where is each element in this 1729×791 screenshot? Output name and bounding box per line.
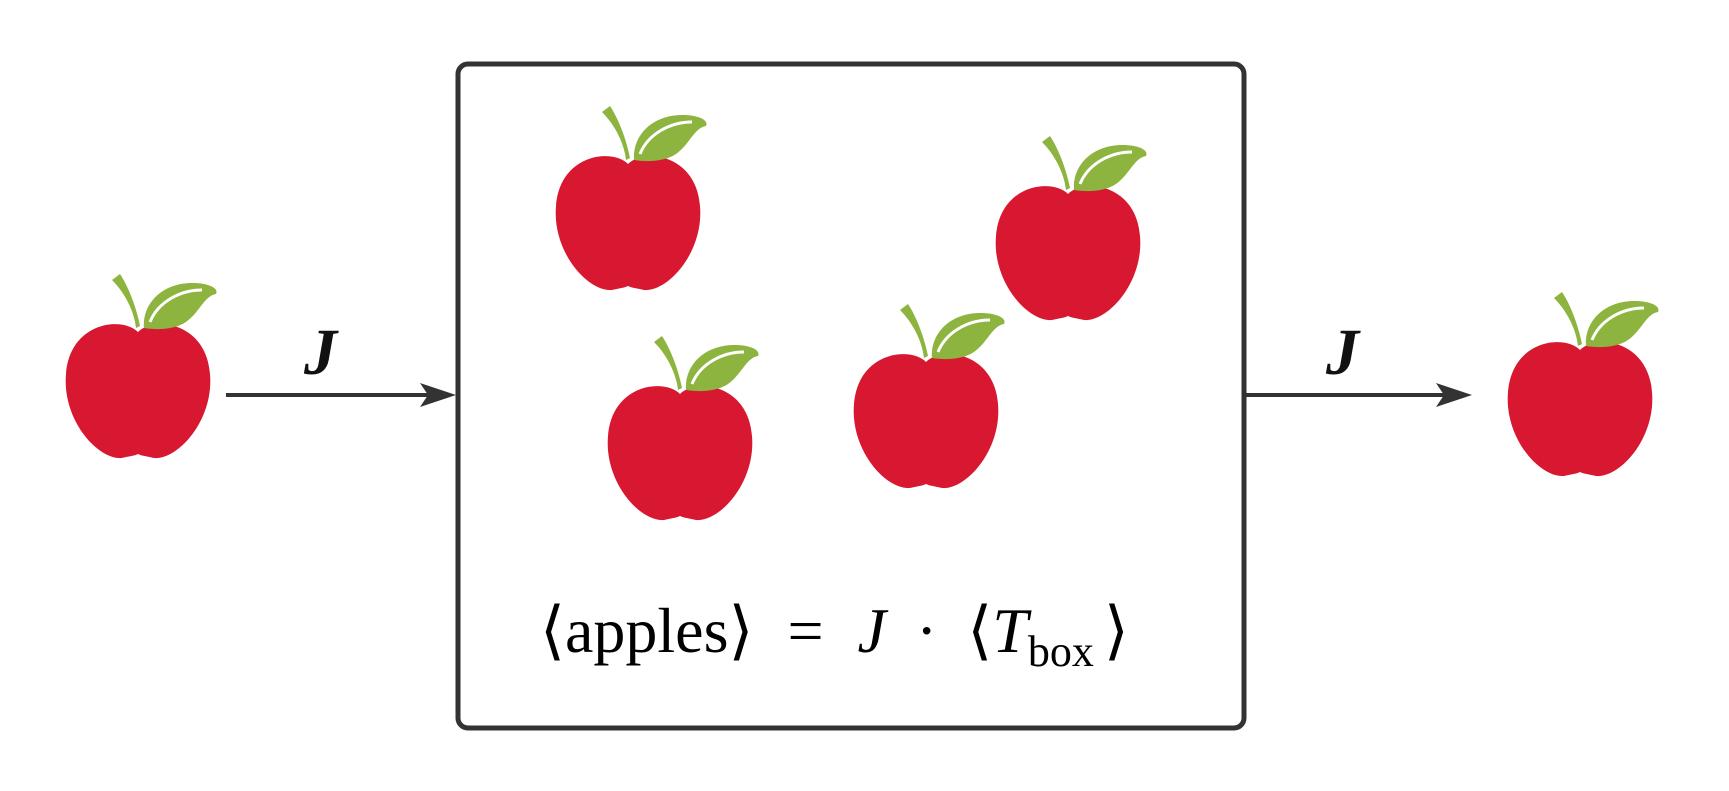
output-arrow-icon [1244,383,1472,407]
eq-factor: J [858,595,889,666]
input-arrow-label: J [303,316,339,389]
eq-lhs-word: apples [565,595,729,666]
eq-rhs-var: T [992,595,1032,666]
eq-lhs-close: ⟩ [728,595,753,666]
eq-equals: = [787,595,823,666]
eq-rhs-open: ⟨ [967,595,992,666]
eq-dot: · [916,595,937,666]
output-apple-icon [1506,290,1660,478]
eq-lhs-open: ⟨ [540,595,565,666]
input-apple-icon [64,272,218,460]
input-arrow-icon [226,383,456,407]
equation: ⟨apples⟩ = J · ⟨Tbox⟩ [540,595,1129,676]
eq-rhs-subscript: box [1028,627,1094,676]
eq-rhs-close: ⟩ [1104,595,1129,666]
output-arrow-label: J [1325,316,1361,389]
